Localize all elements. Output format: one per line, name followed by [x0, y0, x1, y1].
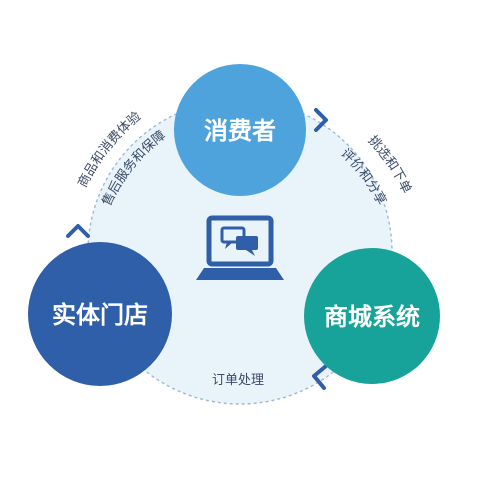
arrow-consumer-to-mall	[314, 108, 328, 132]
arrow-mall-to-store	[312, 364, 328, 390]
node-consumer-label: 消费者	[204, 117, 276, 145]
node-store: 实体门店	[28, 242, 172, 386]
chevron-right-icon	[314, 108, 328, 132]
chevron-left-icon	[312, 364, 328, 390]
laptop-chat-icon	[196, 215, 284, 280]
chevron-up-icon	[66, 224, 90, 238]
node-store-label: 实体门店	[52, 301, 148, 329]
node-mall: 商城系统	[304, 248, 440, 384]
node-mall-label: 商城系统	[324, 303, 420, 331]
edge-label-mall-store: 订单处理	[212, 373, 264, 388]
node-consumer: 消费者	[174, 64, 306, 196]
arrow-store-to-consumer	[66, 224, 90, 238]
